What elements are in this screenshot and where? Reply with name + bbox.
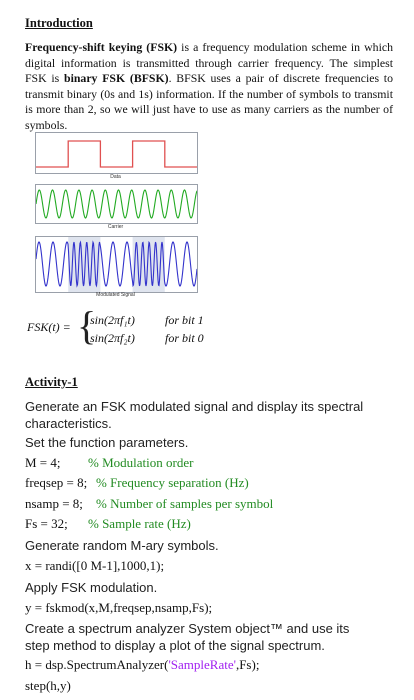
modulated-waveform [36, 240, 197, 288]
fsk-term: Frequency-shift keying (FSK) [25, 40, 178, 54]
intro-heading: Introduction [25, 16, 93, 30]
create-analyzer-text: Create a spectrum analyzer System object… [25, 621, 350, 653]
code-step: step(h,y) [25, 678, 71, 693]
carrier-caption: Carrier [107, 224, 124, 230]
data-caption: Data [110, 174, 121, 180]
code-randi: x = randi([0 M-1],1000,1); [25, 558, 165, 573]
apply-fsk-text: Apply FSK modulation. [25, 580, 158, 595]
modulated-signal-plot [36, 237, 197, 292]
param-freqsep: freqsep = 8; % Frequency separation (Hz) [25, 475, 249, 490]
set-params-text: Set the function parameters. [25, 435, 189, 450]
carrier-signal-plot [36, 189, 197, 219]
data-signal-panel [35, 132, 198, 174]
data-waveform [36, 140, 197, 168]
bfsk-term: binary FSK (BFSK) [64, 71, 169, 85]
modulated-signal-panel [35, 236, 198, 293]
formula-lhs: FSK(t) = [27, 320, 71, 334]
code-fskmod: y = fskmod(x,M,freqsep,nsamp,Fs); [25, 600, 213, 615]
param-modulation-order: M = 4; % Modulation order [25, 455, 194, 470]
intro-paragraph: Frequency-shift keying (FSK) is a freque… [25, 40, 393, 132]
data-signal-plot [36, 140, 197, 168]
param-nsamp: nsamp = 8; % Number of samples per symbo… [25, 496, 274, 511]
gen-symbols-text: Generate random M-ary symbols. [25, 538, 219, 553]
formula-row-bit1: sin(2πf₁t) for bit 1 [90, 313, 204, 327]
param-fs: Fs = 32; % Sample rate (Hz) [25, 516, 191, 531]
carrier-waveform [36, 189, 197, 219]
carrier-signal-panel [35, 184, 198, 224]
formula-brace: { [77, 303, 97, 348]
formula-row-bit0: sin(2πf₂t) for bit 0 [90, 331, 204, 345]
activity-heading: Activity-1 [25, 375, 78, 389]
code-spectrum-analyzer: h = dsp.SpectrumAnalyzer('SampleRate',Fs… [25, 657, 260, 672]
modulated-caption: Modulated Signal [96, 292, 135, 298]
activity-description: Generate an FSK modulated signal and dis… [25, 399, 364, 431]
